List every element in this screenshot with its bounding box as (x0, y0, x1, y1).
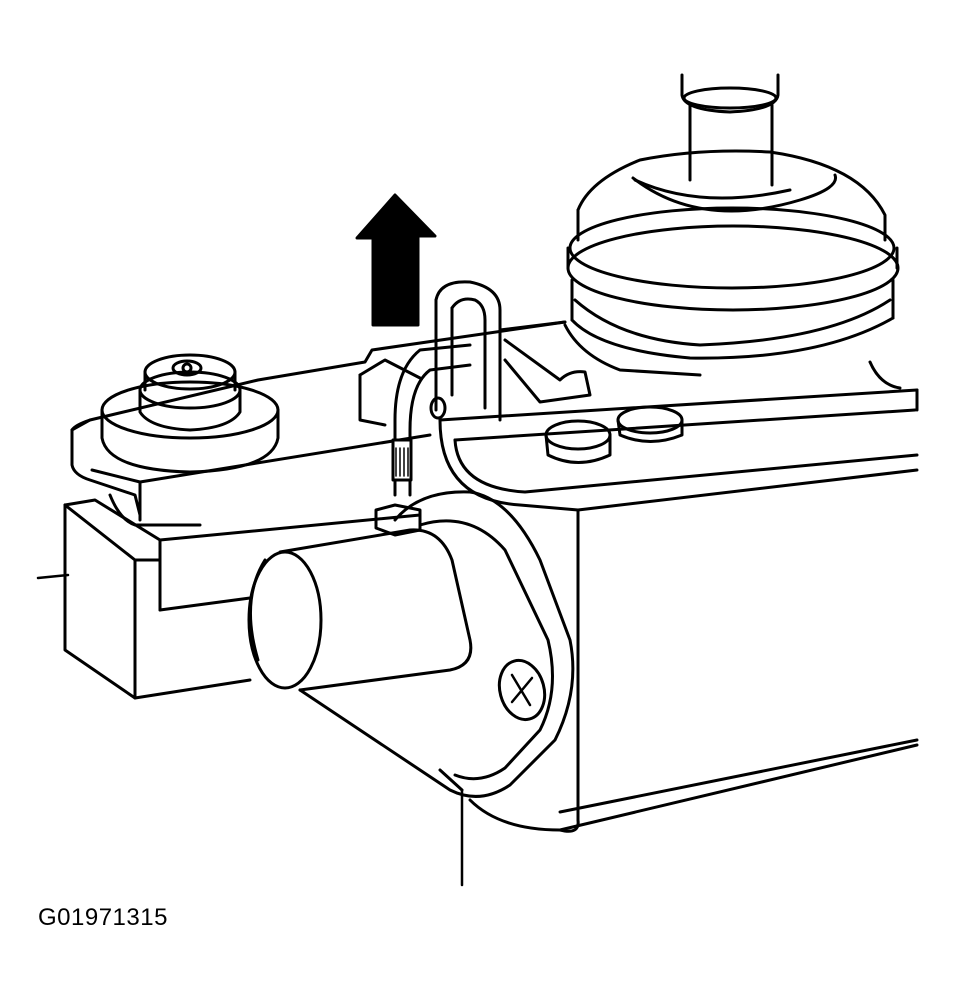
retaining-clip (358, 280, 502, 427)
rubber-boot (563, 149, 902, 390)
mounting-plate (70, 320, 567, 522)
sensor-cylinder (247, 528, 473, 692)
top-caps (544, 405, 684, 464)
shaft (680, 73, 780, 187)
phillips-screw-icon (497, 658, 547, 722)
up-arrow-icon (355, 193, 437, 327)
lower-block (63, 493, 422, 700)
figure-id-label: G01971315 (38, 904, 168, 931)
housing-body (438, 388, 919, 887)
bracket-wedge (498, 320, 592, 404)
sensor-wire (374, 343, 472, 537)
torx-bolt-icon (100, 353, 280, 474)
sensor-flange (298, 490, 575, 798)
left-rod-line (36, 573, 70, 580)
